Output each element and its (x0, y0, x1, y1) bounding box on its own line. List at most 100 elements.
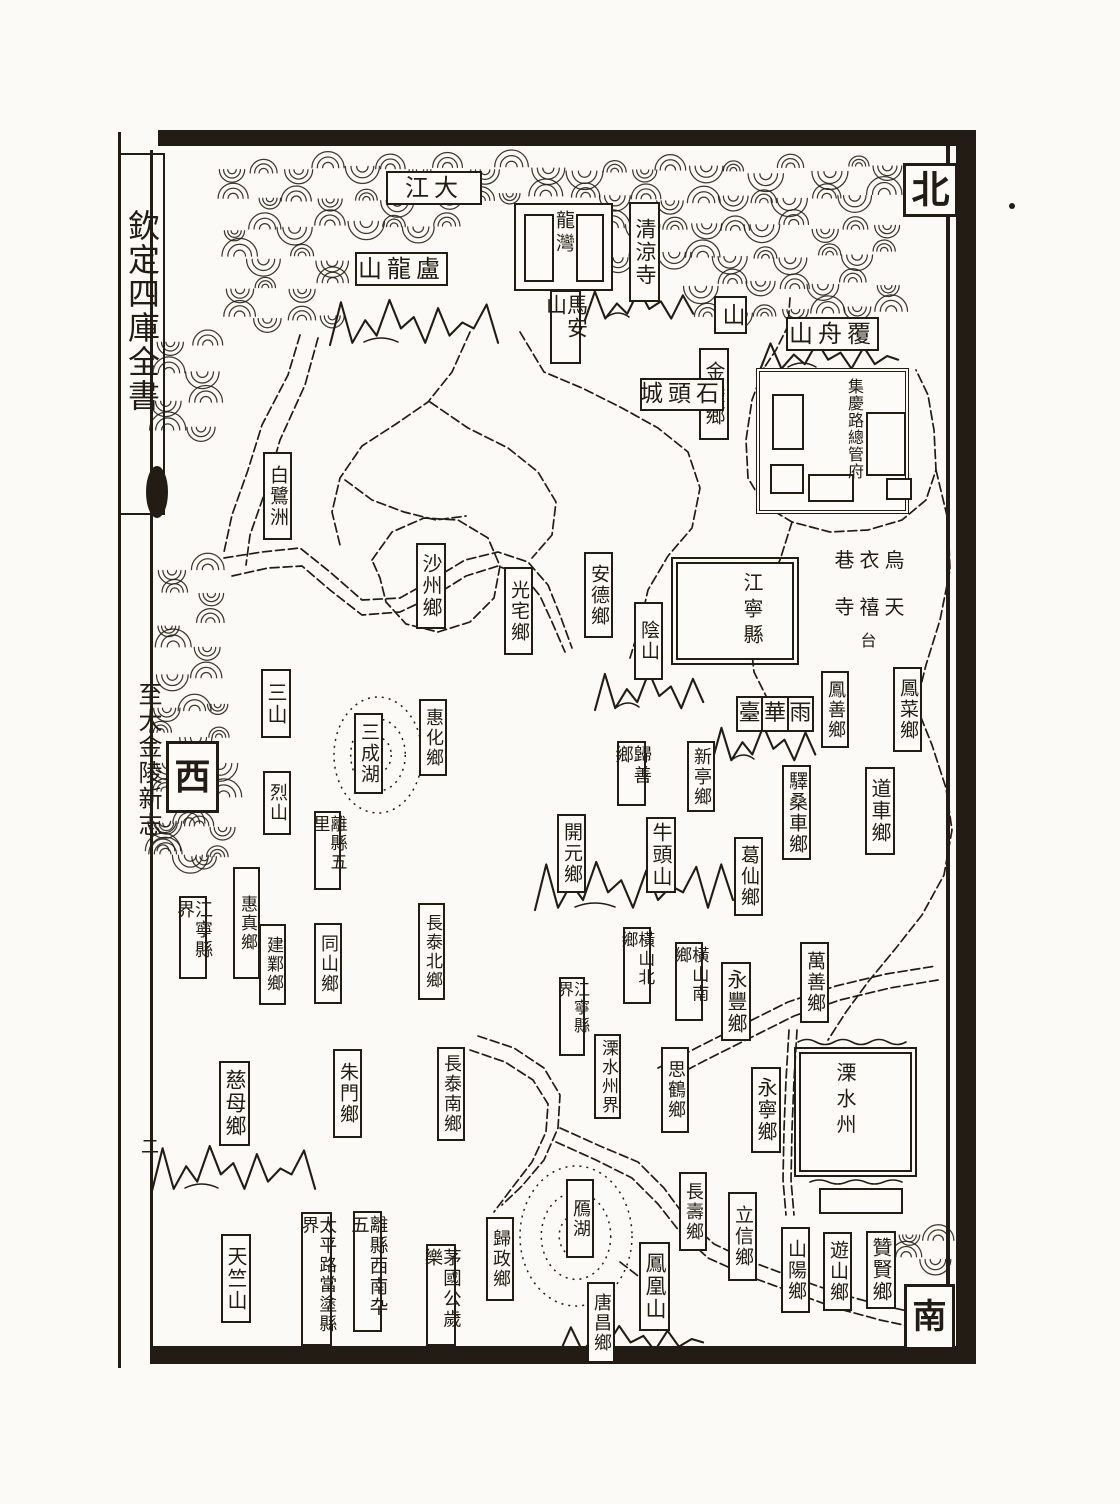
woodcut-stroke (790, 308, 801, 315)
woodcut-stroke (821, 192, 833, 199)
woodcut-stroke (206, 592, 217, 599)
woodcut-stroke (188, 384, 224, 403)
woodcut-stroke (602, 160, 627, 173)
woodcut-stroke (752, 304, 777, 317)
label-taipinglu-dangtu-xianjie: 太平路當塗縣界 (299, 1212, 336, 1346)
woodcut-stroke (729, 167, 738, 172)
label-fenghuang-shan: 鳳凰山 (639, 1242, 670, 1331)
woodcut-stroke (782, 197, 796, 206)
woodcut-stroke (323, 315, 341, 325)
label-book-title: 至大金陵新志 (134, 682, 162, 838)
woodcut-stroke (575, 187, 596, 198)
woodcut-stroke (919, 1258, 952, 1276)
woodcut-stroke (198, 592, 225, 607)
woodcut-stroke (789, 283, 801, 290)
frame-bar (118, 153, 165, 155)
woodcut-stroke (353, 220, 380, 235)
woodcut-stroke (823, 170, 837, 179)
woodcut-stroke (812, 183, 842, 199)
woodcut-stroke (781, 157, 800, 168)
label-huizhen-xiang: 惠真鄉 (233, 867, 260, 979)
label-tongshan-xiang: 同山鄉 (314, 923, 342, 1004)
woodcut-stroke (616, 702, 640, 708)
woodcut-stroke (191, 856, 217, 870)
woodcut-stroke (872, 239, 896, 252)
woodcut-stroke (205, 845, 229, 858)
woodcut-stroke (778, 209, 810, 226)
label-zhumen-xiang: 朱門鄉 (333, 1049, 362, 1138)
woodcut-stroke (227, 230, 242, 239)
woodcut-stroke (344, 479, 467, 521)
woodcut-stroke (555, 1141, 919, 1329)
woodcut-stroke (210, 703, 226, 712)
woodcut-stroke (612, 257, 624, 264)
woodcut-stroke (760, 311, 769, 317)
woodcut-stroke (317, 198, 343, 212)
woodcut-stroke (696, 223, 718, 235)
label-shazhou-xiang: 沙州鄉 (416, 543, 446, 629)
woodcut-stroke (222, 168, 242, 179)
woodcut-stroke (217, 826, 228, 833)
woodcut-stroke (872, 165, 903, 181)
label-compass-north: 北 (903, 163, 958, 217)
woodcut-stroke (166, 569, 178, 576)
woodcut-stroke (636, 169, 654, 179)
woodcut-stroke (149, 411, 187, 431)
woodcut-stroke (696, 250, 710, 258)
woodcut-stroke (502, 193, 518, 202)
woodcut-stroke (227, 243, 253, 257)
label-guizheng-xiang: 歸政鄉 (486, 1217, 514, 1301)
woodcut-stroke (258, 167, 269, 174)
woodcut-stroke (153, 707, 181, 723)
woodcut-stroke (877, 187, 891, 195)
woodcut-stroke (882, 224, 892, 231)
woodcut-stroke (700, 165, 713, 173)
woodcut-stroke (436, 156, 459, 169)
woodcut-stroke (657, 965, 937, 1069)
woodcut-stroke (429, 401, 557, 559)
woodcut-stroke (159, 847, 172, 855)
woodcut-stroke (827, 704, 953, 1041)
woodcut-stroke (218, 168, 246, 183)
woodcut-stroke (542, 167, 555, 175)
frame-bar (163, 155, 165, 515)
woodcut-stroke (758, 197, 769, 204)
label-xinting-xiang: 新亭鄉 (687, 741, 715, 812)
woodcut-stroke (316, 156, 340, 169)
woodcut-stroke (782, 1029, 790, 1216)
label-longwan: 龍灣 (514, 203, 613, 291)
woodcut-stroke (580, 191, 592, 198)
label-jiqing-lu-zongguanfu-text: 集慶路總管府 (845, 378, 864, 480)
woodcut-stroke (848, 194, 861, 202)
woodcut-stroke (895, 1245, 918, 1258)
woodcut-stroke (188, 815, 210, 827)
woodcut-stroke (293, 247, 311, 257)
woodcut-stroke (905, 1234, 914, 1240)
woodcut-stroke (821, 306, 835, 314)
woodcut-stroke (750, 280, 771, 292)
woodcut-stroke (297, 251, 307, 257)
woodcut-stroke (315, 260, 350, 279)
woodcut-stroke (533, 184, 558, 197)
woodcut-stroke (505, 193, 514, 198)
woodcut-stroke (610, 167, 620, 173)
woodcut-stroke (195, 426, 207, 433)
label-sancheng-hu: 三成湖 (354, 713, 383, 794)
woodcut-stroke (228, 305, 251, 317)
label-bailu-zhou: 白鷺洲 (263, 452, 292, 540)
woodcut-stroke (222, 187, 244, 199)
woodcut-stroke (609, 195, 621, 202)
woodcut-stroke (149, 720, 173, 733)
woodcut-stroke (784, 257, 797, 265)
woodcut-stroke (331, 331, 471, 546)
woodcut-stroke (147, 820, 183, 839)
woodcut-stroke (258, 197, 282, 210)
woodcut-stroke (691, 223, 723, 240)
woodcut-stroke (189, 661, 223, 679)
label-ande-xiang: 安德鄉 (584, 552, 613, 638)
woodcut-stroke (209, 848, 226, 858)
woodcut-stroke (900, 1251, 912, 1258)
frame-bar (118, 513, 165, 515)
frame-bar (150, 1346, 976, 1364)
woodcut-stroke (694, 165, 718, 178)
